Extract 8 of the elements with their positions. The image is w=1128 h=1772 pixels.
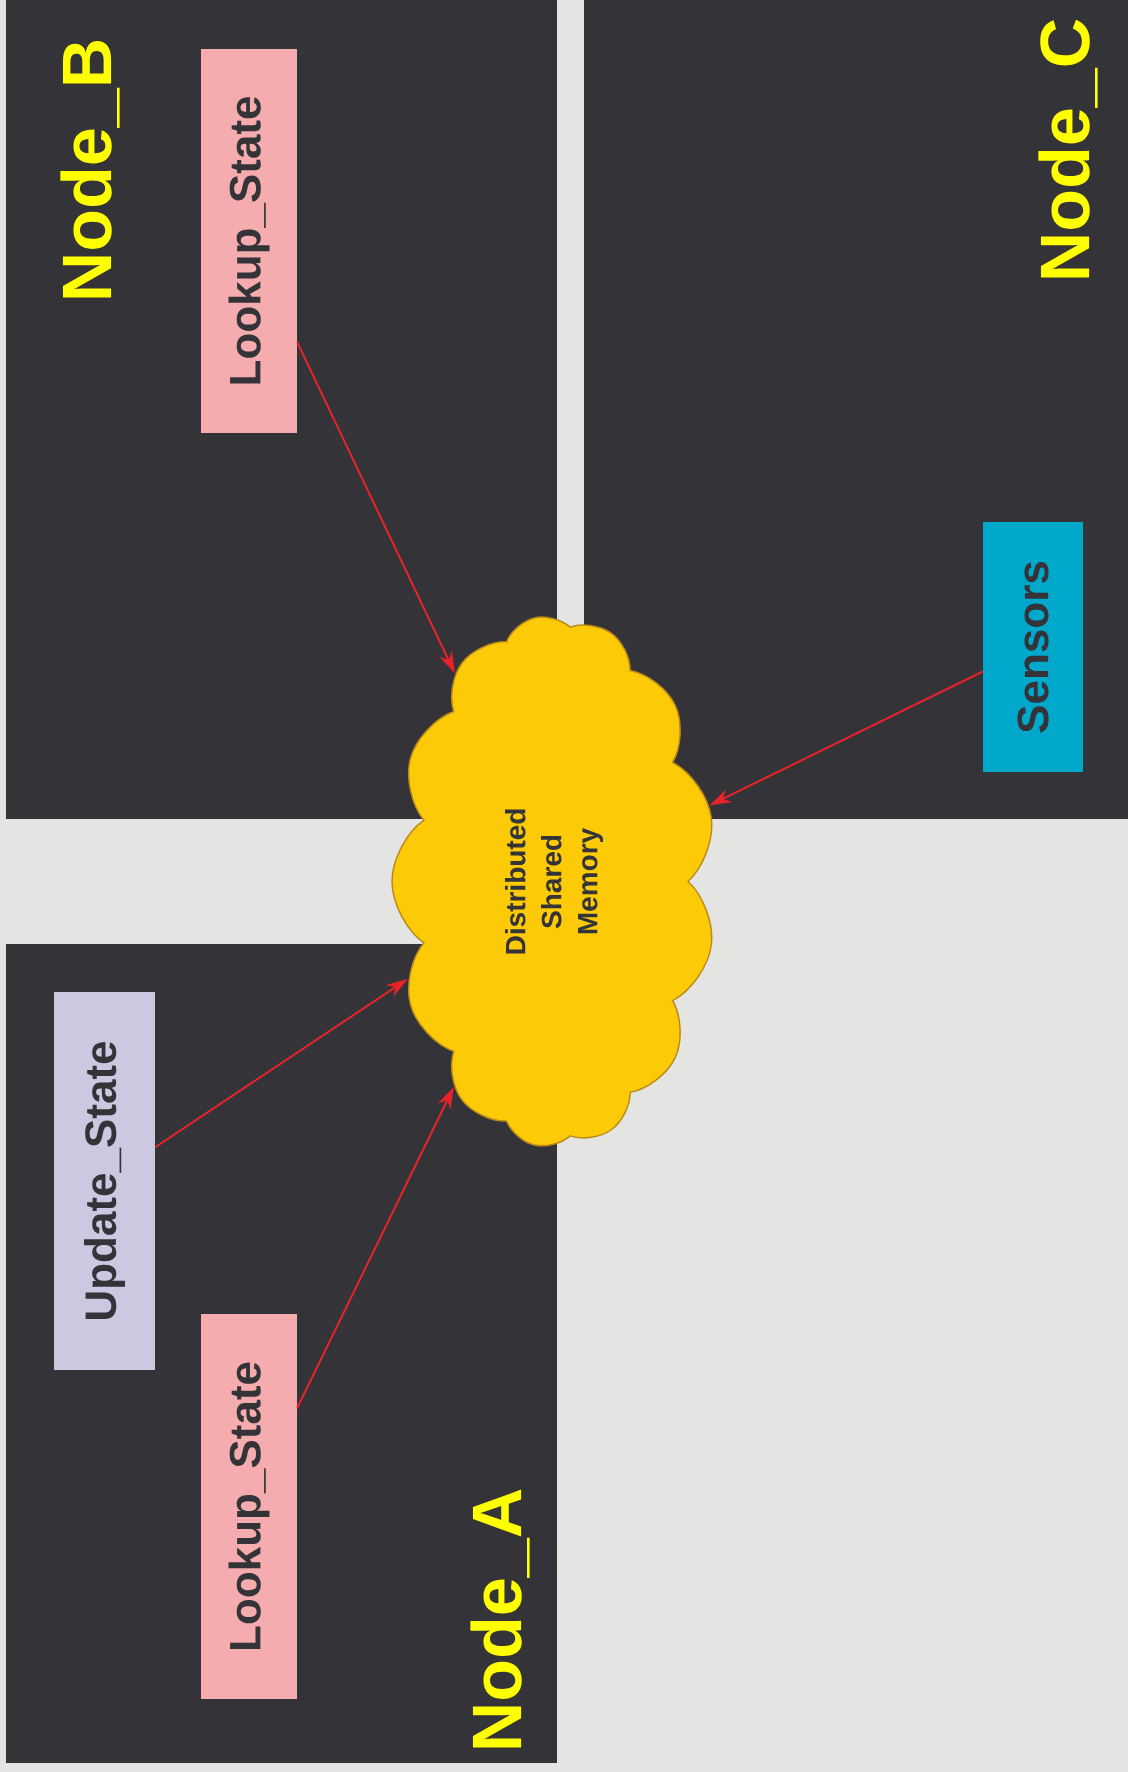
- process-box: Lookup_State: [201, 1314, 297, 1699]
- panel-title: Node_A: [470, 1489, 530, 1748]
- process-box: Update_State: [54, 992, 155, 1370]
- process-box: Lookup_State: [201, 49, 297, 433]
- panel-title: Node_B: [60, 40, 120, 298]
- panel-title: Node_C: [1038, 19, 1098, 278]
- process-box: Sensors: [983, 522, 1083, 772]
- panel: [584, 0, 1128, 819]
